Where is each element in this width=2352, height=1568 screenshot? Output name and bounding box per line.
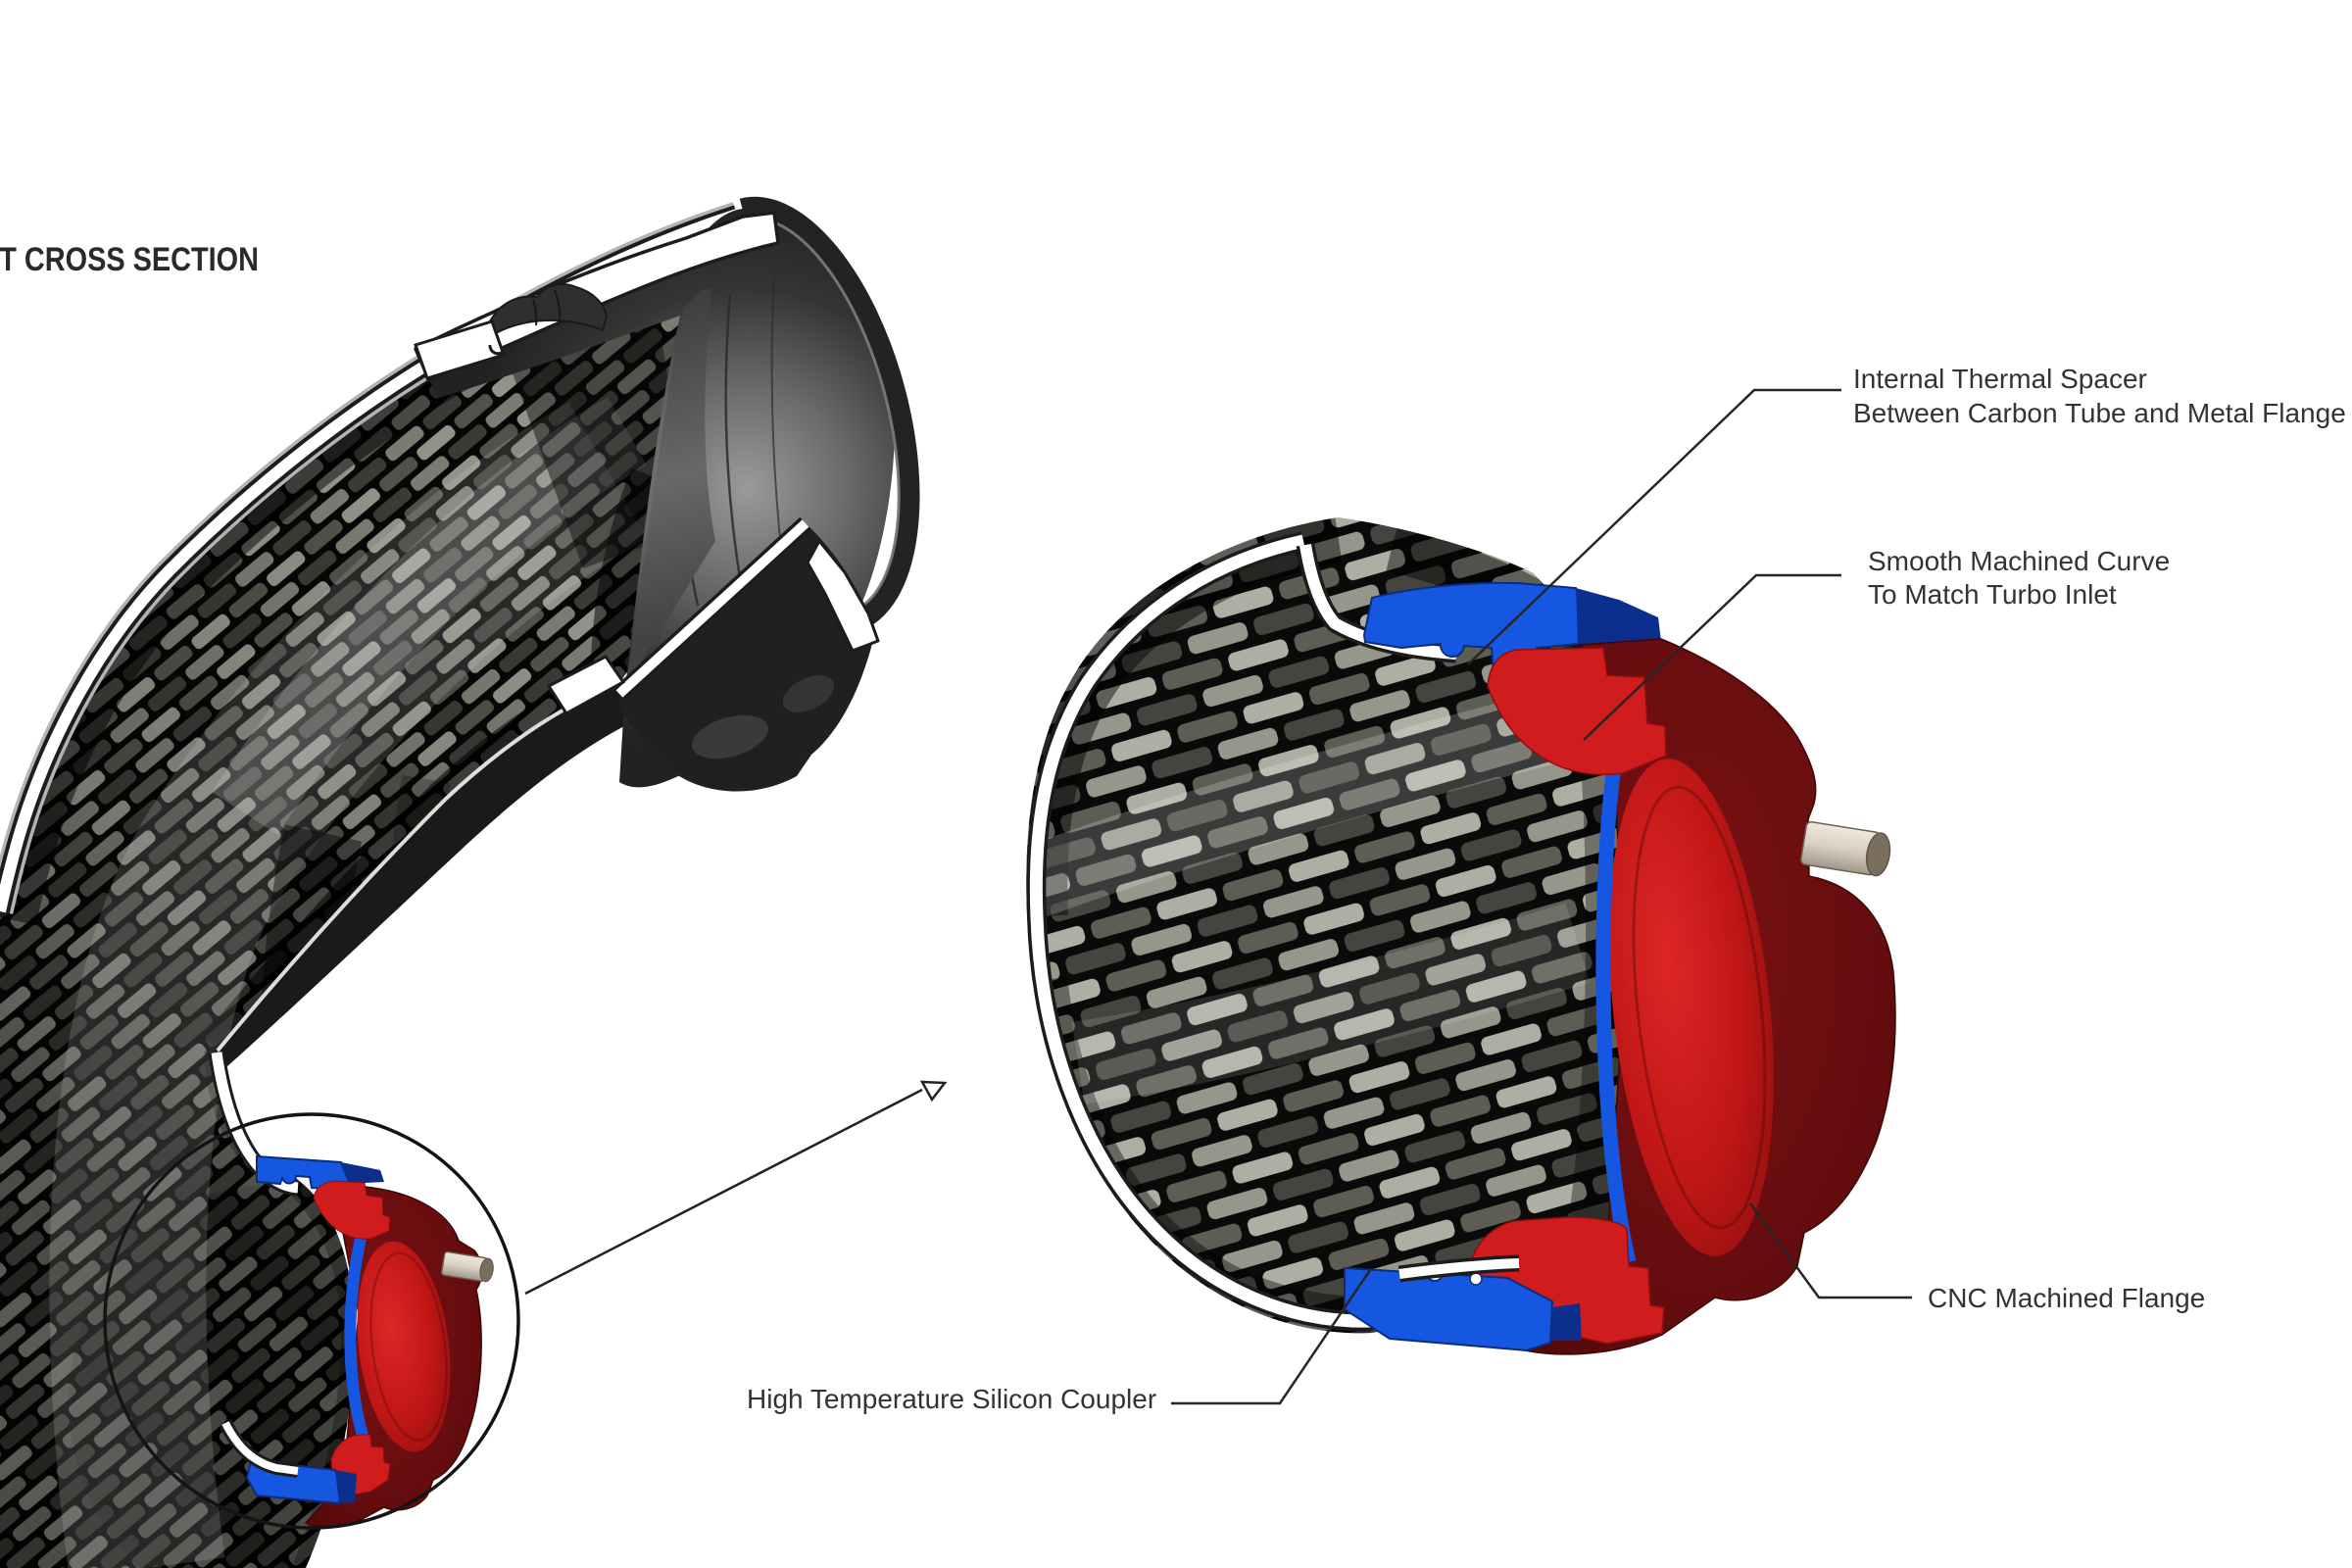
svg-text:Smooth Machined Curve: Smooth Machined Curve xyxy=(1868,546,2170,576)
svg-text:Between Carbon Tube and Metal: Between Carbon Tube and Metal Flange xyxy=(1853,398,2346,428)
svg-text:CNC Machined Flange: CNC Machined Flange xyxy=(1928,1283,2205,1313)
svg-text:To Match Turbo Inlet: To Match Turbo Inlet xyxy=(1868,579,2117,610)
svg-text:High Temperature Silicon Coupl: High Temperature Silicon Coupler xyxy=(747,1384,1156,1414)
svg-text:ET CROSS SECTION: ET CROSS SECTION xyxy=(0,241,259,278)
svg-text:Internal Thermal Spacer: Internal Thermal Spacer xyxy=(1853,364,2147,394)
